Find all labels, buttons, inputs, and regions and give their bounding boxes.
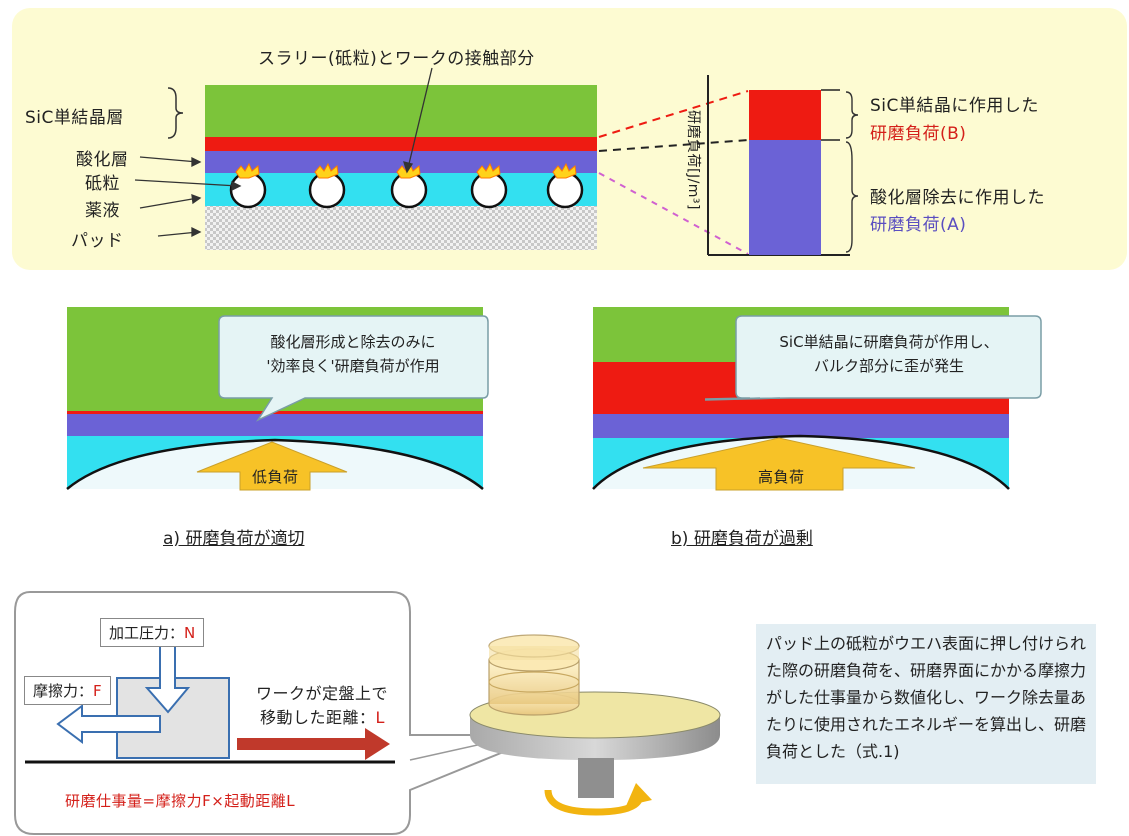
pad-layer	[205, 206, 597, 250]
pressure-symbol: N	[184, 624, 196, 642]
panel-a-load-arrow	[196, 441, 348, 491]
abrasive-label: 砥粒	[85, 174, 120, 194]
friction-label: 摩擦力：	[33, 682, 94, 700]
sic-brace	[167, 87, 184, 139]
panel-a-oxide-blue	[67, 414, 483, 436]
legend-a-line1: 酸化層除去に作用した	[870, 188, 1045, 208]
friction-box: 摩擦力：F	[24, 676, 111, 705]
pressure-label: 加工圧力：	[109, 624, 185, 642]
legend-a-line2: 研磨負荷(A)	[870, 215, 967, 235]
panel-a-caption: a) 研磨負荷が適切	[163, 529, 305, 549]
panel-a-bubble-text: 酸化層形成と除去のみに '効率良く'研磨負荷が作用	[222, 330, 484, 378]
method-note: パッド上の砥粒がウエハ表面に押し付けられた際の研磨負荷を、研磨界面にかかる摩擦力…	[756, 624, 1096, 784]
distance-label-line1: ワークが定盤上で	[256, 684, 389, 703]
work-formula: 研磨仕事量=摩擦力F×起動距離L	[65, 792, 296, 810]
panel-b-bubble-line1: SiC単結晶に研磨負荷が作用し、	[779, 333, 999, 351]
pressure-box: 加工圧力：N	[100, 618, 205, 647]
oxide-layer-label: 酸化層	[76, 150, 129, 170]
panel-a-bubble	[218, 315, 489, 422]
contact-sparks	[235, 162, 577, 179]
dash-black	[598, 139, 749, 152]
distance-arrow	[237, 728, 390, 760]
panel-b-bubble-text: SiC単結晶に研磨負荷が作用し、 バルク部分に歪が発生	[740, 330, 1038, 378]
legend-b-line1: SiC単結晶に作用した	[870, 96, 1039, 116]
friction-arrow	[56, 704, 161, 744]
panel-a-bubble-line2: '効率良く'研磨負荷が作用	[266, 357, 440, 375]
panel-a-bubble-line1: 酸化層形成と除去のみに	[270, 333, 436, 351]
panel-a-arrow-label: 低負荷	[252, 468, 299, 486]
polishing-machine	[469, 634, 721, 816]
contact-label: スラリー(砥粒)とワークの接触部分	[258, 49, 535, 69]
dash-pink	[598, 172, 749, 255]
dash-red	[598, 90, 749, 138]
distance-symbol: L	[375, 708, 385, 727]
load-bar-chart	[707, 75, 859, 256]
distance-label-line2: 移動した距離：L	[260, 704, 385, 728]
pressure-arrow	[144, 639, 191, 714]
friction-symbol: F	[93, 682, 102, 700]
panel-b-load-arrow	[642, 437, 916, 491]
panel-b-caption: b) 研磨負荷が過剰	[671, 529, 813, 549]
panel-b-arrow-label: 高負荷	[758, 468, 805, 486]
distance-label-text: 移動した距離：	[260, 708, 376, 727]
sic-layer	[205, 85, 597, 137]
y-axis-label: 研磨負荷[J/m³]	[685, 109, 701, 211]
panel-b-bubble-line2: バルク部分に歪が発生	[813, 357, 964, 375]
pad-label: パッド	[71, 231, 124, 251]
oxide-layer-red	[205, 137, 597, 151]
bar-segment-b	[749, 90, 821, 140]
bar-segment-a	[749, 140, 821, 255]
panel-b-oxide-blue	[593, 414, 1009, 438]
chemical-label: 薬液	[85, 201, 120, 221]
sic-layer-label: SiC単結晶層	[25, 108, 124, 128]
zoom-callout-frame	[14, 591, 546, 835]
legend-b-line2: 研磨負荷(B)	[870, 124, 967, 144]
abrasive-particles	[229, 171, 584, 209]
